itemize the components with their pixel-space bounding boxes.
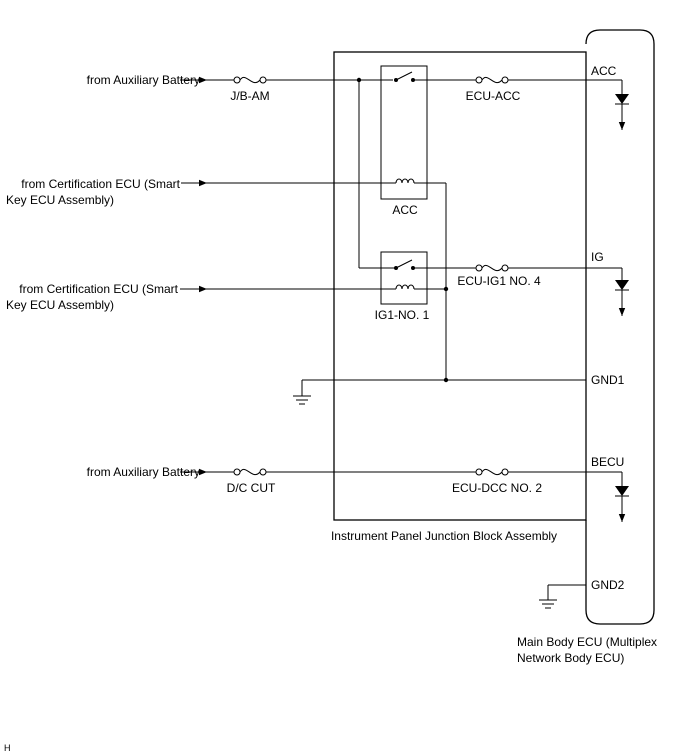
source-cert-ecu-2-line2: Key ECU Assembly) <box>6 298 114 312</box>
fuse-ecu-dcc-no2-label: ECU-DCC NO. 2 <box>452 481 542 495</box>
footer-code: H <box>4 743 11 753</box>
main-body-ecu-box <box>585 29 655 625</box>
fuse-dc-cut-label: D/C CUT <box>227 481 276 495</box>
fuse-ecu-acc-label: ECU-ACC <box>466 89 521 103</box>
fuse-ecu-acc <box>475 76 509 84</box>
fuse-ecu-ig1-no4 <box>475 264 509 272</box>
junction-block-label: Instrument Panel Junction Block Assembly <box>331 529 557 543</box>
fuse-jb-am <box>233 76 267 84</box>
relay-acc-switch <box>394 71 415 82</box>
main-body-ecu-label-line1: Main Body ECU (Multiplex <box>517 635 657 649</box>
terminal-gnd1: GND1 <box>591 373 625 387</box>
relay-acc-label: ACC <box>392 203 418 217</box>
relay-ig1-switch <box>394 259 415 270</box>
source-cert-ecu-1-line1: from Certification ECU (Smart <box>21 177 180 191</box>
relay-acc <box>380 65 428 200</box>
relay-acc-coil <box>395 178 415 184</box>
source-aux-battery-2: from Auxiliary Battery <box>87 465 200 479</box>
fuse-dc-cut <box>233 468 267 476</box>
fuse-ecu-dcc-no2 <box>475 468 509 476</box>
junction-block-box <box>333 51 587 521</box>
fuse-ecu-ig1-no4-label: ECU-IG1 NO. 4 <box>457 274 541 288</box>
terminal-acc: ACC <box>591 64 617 78</box>
terminal-gnd2: GND2 <box>591 578 625 592</box>
terminal-becu: BECU <box>591 455 624 469</box>
diode-acc <box>615 80 629 130</box>
fuse-jb-am-label: J/B-AM <box>230 89 269 103</box>
source-cert-ecu-1-line2: Key ECU Assembly) <box>6 193 114 207</box>
diode-becu <box>615 472 629 522</box>
source-aux-battery-1: from Auxiliary Battery <box>87 73 200 87</box>
source-cert-ecu-2-line1: from Certification ECU (Smart <box>19 282 178 296</box>
terminal-ig: IG <box>591 250 604 264</box>
main-body-ecu-label-line2: Network Body ECU) <box>517 651 624 665</box>
relay-ig1-coil <box>395 284 415 290</box>
relay-ig1-no1 <box>380 251 428 305</box>
relay-ig1-label: IG1-NO. 1 <box>375 308 430 322</box>
ground-symbol-2 <box>539 585 557 609</box>
diode-ig <box>615 268 629 316</box>
ground-symbol-1 <box>293 380 311 405</box>
